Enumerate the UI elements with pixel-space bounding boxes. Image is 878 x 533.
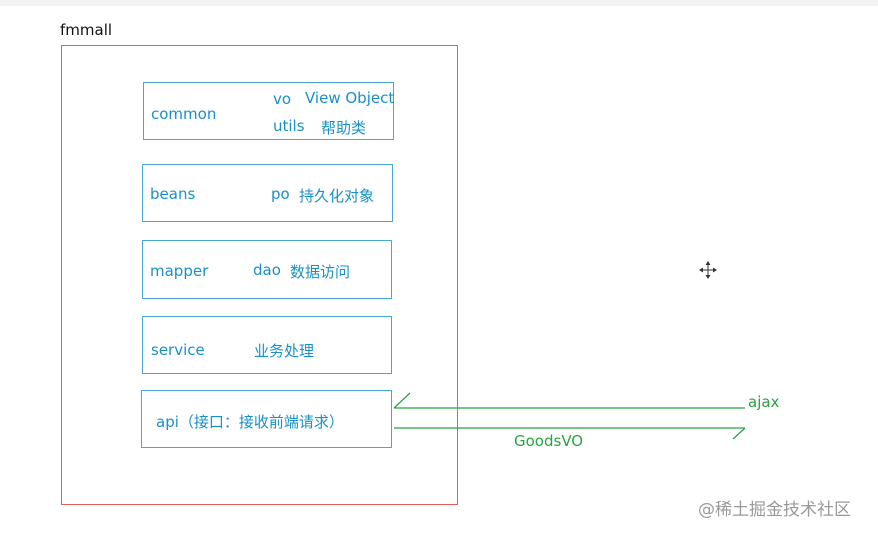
layer-beans-name: beans [150,185,196,203]
layer-mapper-name: mapper [150,262,209,280]
layer-service-name: service [151,341,205,359]
layer-beans-po-desc: 持久化对象 [299,187,375,205]
layer-api [141,390,392,448]
request-flow-label: ajax [748,393,780,411]
layer-common-name: common [151,105,217,123]
layer-common-vo-key: vo [273,90,292,108]
diagram-title: fmmall [60,21,113,39]
layer-common-vo-desc: View Object [305,89,395,107]
watermark: @稀土掘金技术社区 [698,500,851,520]
crosshair-move-icon [699,261,717,279]
layer-mapper-dao-key: dao [253,261,281,279]
layer-common-utils-desc: 帮助类 [321,119,367,137]
layer-common [143,82,394,140]
layer-beans-po-key: po [271,185,290,203]
project-frame [61,45,458,505]
layer-common-utils-key: utils [273,117,305,135]
layer-service [142,316,392,374]
response-flow-label: GoodsVO [514,432,584,450]
layer-mapper [142,240,392,299]
response-flow-tail [732,427,746,440]
layer-mapper-dao-desc: 数据访问 [290,263,351,281]
response-flow [394,427,746,440]
request-flow [393,392,745,409]
layer-api-label: api（接口：接收前端请求） [156,413,344,431]
layer-beans [142,164,393,222]
layer-service-desc: 业务处理 [254,342,315,360]
request-flow-tail [393,392,411,409]
top-strip [0,0,878,6]
